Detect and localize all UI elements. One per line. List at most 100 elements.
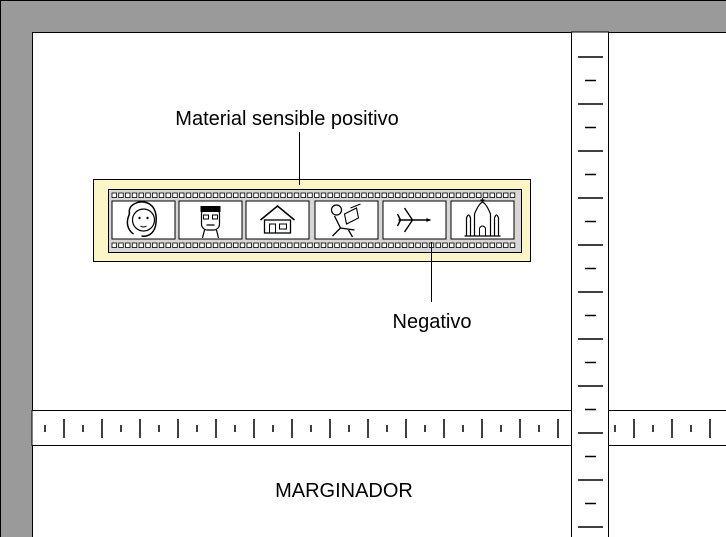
film-perforation [307,242,313,248]
film-perforation [381,242,387,248]
film-perforation [347,192,354,198]
man-portrait-icon [200,206,221,239]
film-perforation [374,242,381,248]
film-perforation [111,192,117,198]
film-perforation [226,192,232,198]
film-perforation [145,242,151,248]
easel-work-area [32,32,726,537]
film-perforation [192,192,198,198]
film-perforation [388,242,394,248]
film-perforation [368,242,374,248]
film-perforation [273,192,279,198]
film-perforation [482,192,489,198]
film-perforation [489,192,495,198]
film-perforation [179,242,185,248]
film-perforation [354,192,360,198]
film-perforation [462,242,468,248]
film-perforation [300,192,306,198]
film-perforation [401,192,408,198]
film-perforation [428,192,435,198]
film-perforation [347,242,354,248]
person-reading-icon [330,203,361,238]
film-perforation [320,192,327,198]
film-perforation [172,192,178,198]
film-perforation [212,242,219,248]
film-perforation [455,192,462,198]
film-perforation [489,242,495,248]
film-perforation [469,192,475,198]
horizontal-ruler[interactable] [31,410,726,446]
film-perforation [138,242,144,248]
film-perforation [260,192,266,198]
film-perforation [165,192,171,198]
film-perforation [476,242,482,248]
film-perforation [219,242,225,248]
film-perforation [300,242,306,248]
film-perforation [462,192,468,198]
film-perforation [185,242,192,248]
film-perforation [165,242,171,248]
film-perforation [388,192,394,198]
film-perforation [476,192,482,198]
film-perforation [172,242,178,248]
film-perforation [442,242,448,248]
film-perforation [368,192,374,198]
film-perforation [246,192,252,198]
film-perforation [138,192,144,198]
film-perforation [415,242,421,248]
film-perforation [395,192,401,198]
house-icon [260,205,295,234]
film-perforation [273,242,279,248]
film-perforation [233,192,239,198]
film-perforation [287,242,293,248]
film-perforation [422,192,428,198]
film-perforation [449,242,455,248]
vertical-ruler[interactable] [571,31,609,537]
film-perforation [246,242,252,248]
film-perforation [408,192,414,198]
negative-film-strip [108,189,522,253]
film-perforation [401,242,408,248]
airplane-icon [396,207,431,233]
film-perforation [179,192,185,198]
film-perforation [314,192,320,198]
film-perforation [239,192,246,198]
film-perforation [449,192,455,198]
film-frame [111,200,176,240]
film-perforation [253,242,259,248]
film-perforation [435,242,441,248]
film-perforation [111,242,117,248]
film-perforation [185,192,192,198]
film-perforation [509,242,516,248]
film-perforation [287,192,293,198]
positive-material-label: Material sensible positivo [175,108,398,130]
film-perforation [327,242,333,248]
negative-label: Negativo [393,311,472,333]
film-perforation [158,242,165,248]
film-perforation [334,242,340,248]
film-perforation [125,242,131,248]
film-perforation [152,192,158,198]
film-perforation [226,242,232,248]
film-perforation [239,242,246,248]
film-perforation [293,242,300,248]
film-perforation [314,242,320,248]
film-perforation [307,192,313,198]
film-perforation [503,192,509,198]
film-perforation [145,192,151,198]
film-perforation [199,242,205,248]
film-perforation [320,242,327,248]
film-perforation [374,192,381,198]
film-perforation [260,242,266,248]
film-perforation [131,192,138,198]
film-perforation [158,192,165,198]
film-perforation [408,242,414,248]
film-perforation [293,192,300,198]
film-perforation [266,242,273,248]
film-perforation [435,192,441,198]
film-perforation [280,242,286,248]
film-perforation [361,192,367,198]
film-perforation [381,192,387,198]
film-perforation [212,192,219,198]
